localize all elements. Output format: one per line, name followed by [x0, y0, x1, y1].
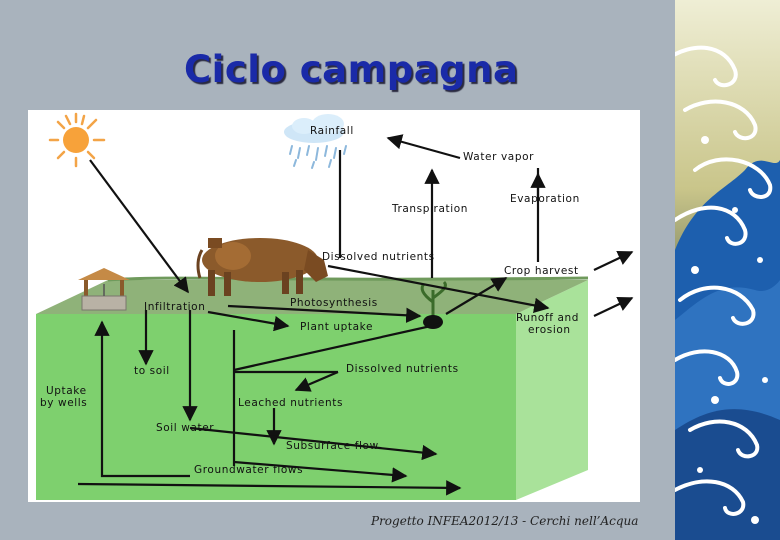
arrow-crop-right	[594, 252, 632, 270]
label-infiltration: Infiltration	[144, 301, 205, 313]
slide-footer: Progetto INFEA2012/13 - Cerchi nell’Acqu…	[371, 514, 638, 528]
label-crop-harvest: Crop harvest	[504, 265, 579, 277]
label-subsurface-flow: Subsurface flow	[286, 440, 379, 452]
label-runoff-and: Runoff and	[516, 312, 579, 324]
label-plant-uptake: Plant uptake	[300, 321, 373, 333]
label-rainfall: Rainfall	[310, 125, 354, 137]
label-uptake: Uptake	[46, 385, 87, 397]
label-dissolved-nutrients-ground: Dissolved nutrients	[346, 363, 459, 375]
label-evaporation: Evaporation	[510, 193, 580, 205]
arrow-runoff-right	[594, 298, 632, 316]
water-cycle-diagram: Rainfall Water vapor Transpiration Evapo…	[28, 110, 640, 502]
sun-icon	[50, 114, 104, 166]
label-erosion: erosion	[528, 324, 571, 336]
label-groundwater-flows: Groundwater flows	[194, 464, 303, 476]
label-water-vapor: Water vapor	[463, 151, 534, 163]
label-leached-nutrients: Leached nutrients	[238, 397, 343, 409]
rain-cloud-icon	[284, 114, 346, 168]
label-transpiration: Transpiration	[391, 203, 468, 215]
slide-title: Ciclo campagna	[184, 48, 518, 91]
well-icon	[78, 268, 130, 310]
arrow-water-vapor-rainfall	[388, 138, 460, 158]
wave-decoration	[675, 0, 780, 540]
label-soil-water: Soil water	[156, 422, 214, 434]
label-by-wells: by wells	[40, 397, 87, 409]
label-dissolved-nutrients-top: Dissolved nutrients	[322, 251, 435, 263]
label-photosynthesis: Photosynthesis	[290, 297, 378, 309]
label-to-soil: to soil	[134, 365, 170, 377]
